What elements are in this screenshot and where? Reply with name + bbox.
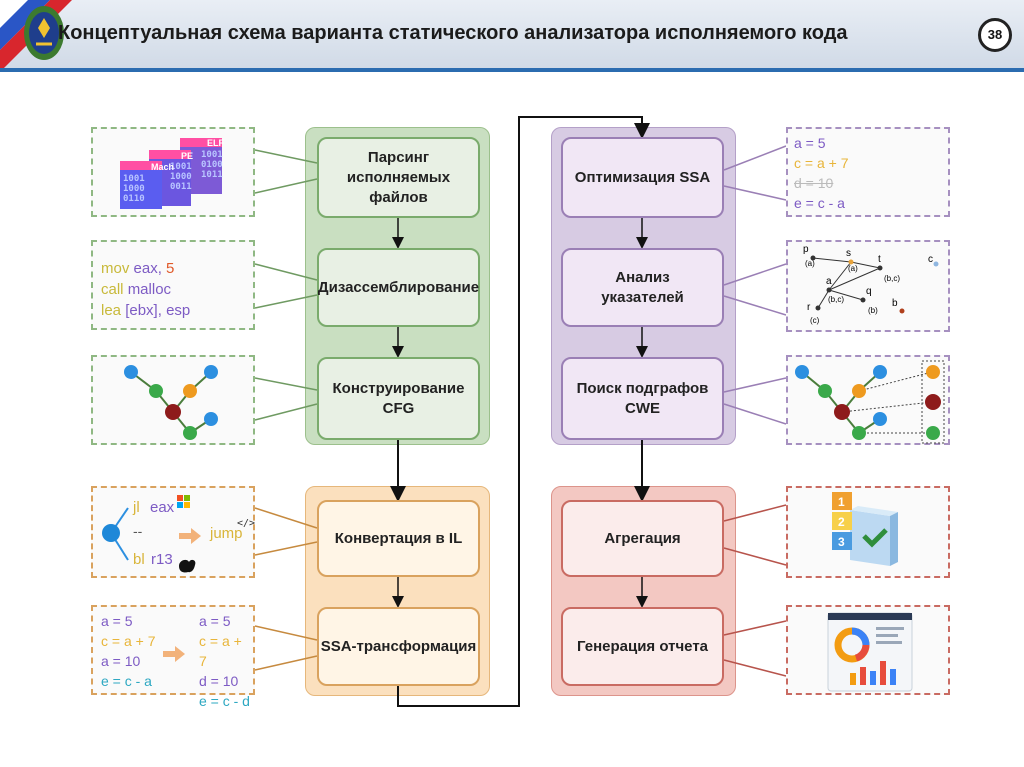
svg-text:</>: </> [237,518,255,529]
asm-esp: esp [166,302,191,319]
example-il: </> jl eax -- jump bl r13 [91,486,255,578]
il-bl: bl [133,551,145,568]
step-il-conversion[interactable]: Конвертация в IL [317,500,480,577]
asm-line-1: mov eax, 5 [101,259,174,279]
svg-text:1: 1 [838,495,845,509]
aggregation-icon: 1 2 3 [832,492,898,566]
cwe-subgraph-icon [795,360,945,444]
example-pointer-graph: p (a) s (a) t (b,c) a (b,c) q (b) r (c) … [786,240,950,332]
svg-text:1000: 1000 [170,172,192,182]
step-report-generation[interactable]: Генерация отчета [561,607,724,686]
ssa-before-line: e = c - a [101,673,152,689]
ssa-after-line: e = c - d [199,693,250,709]
opt-line: e = c - a [794,195,845,211]
page-number-badge: 38 [978,18,1012,52]
example-cfg-tree [91,355,255,445]
pointer-graph-icon [810,255,939,314]
svg-text:1000: 1000 [123,184,145,194]
pg-lbl-c: (c) [810,316,820,325]
pg-r: r [807,302,811,313]
pg-lbl-bc2: (b,c) [828,295,844,304]
svg-text:1001: 1001 [201,150,223,160]
opt-line: d = 10 [794,175,834,191]
asm-mov: mov [101,260,130,277]
step-ssa-optimization[interactable]: Оптимизация SSA [561,137,724,218]
asm-line-3: lea [ebx], esp [101,301,190,321]
ssa-before: a = 5 c = a + 7 a = 10 e = c - a [101,611,155,691]
example-ssa-transform: a = 5 c = a + 7 a = 10 e = c - a a = 5 c… [91,605,255,709]
pg-lbl-bc1: (b,c) [884,274,900,283]
flag-svg [0,0,72,70]
ssa-arrow-icon [163,646,185,662]
ssa-before-line: a = 5 [101,613,133,629]
svg-text:3: 3 [838,535,845,549]
asm-line-2: call malloc [101,280,171,300]
ssa-after: a = 5 c = a + 7 d = 10 e = c - d [199,611,253,711]
example-asm: mov eax, 5 call malloc lea [ebx], esp [91,240,255,330]
format-mach: Mach [151,162,175,172]
svg-text:0100: 0100 [201,160,223,170]
asm-call: call [101,281,124,298]
pg-a: a [826,276,832,287]
ssa-after-line: c = a + 7 [199,633,242,669]
pg-lbl-a2: (a) [848,264,858,273]
il-icons: </> [102,495,255,573]
opt-line: c = a + 7 [794,155,849,171]
svg-text:2: 2 [838,515,845,529]
svg-text:0110: 0110 [123,194,145,204]
example-cwe-subgraph [786,355,950,445]
opt-line: a = 5 [794,135,826,151]
pg-lbl-b: (b) [868,306,878,315]
asm-5: 5 [166,260,175,277]
pg-p: p [803,244,809,255]
flag-emblem-icon [0,0,90,70]
step-parsing[interactable]: Парсинг исполняемых файлов [317,137,480,218]
ssa-before-line: c = a + 7 [101,633,156,649]
example-report [786,605,950,695]
step-ssa-transform[interactable]: SSA-трансформация [317,607,480,686]
format-elf: ELF [207,138,224,148]
example-aggregation: 1 2 3 [786,486,950,578]
pg-lbl-a1: (a) [805,259,815,268]
step-cfg[interactable]: Конструирование CFG [317,357,480,440]
pg-t: t [878,254,881,265]
ssa-after-line: a = 5 [199,613,231,629]
page-title: Концептуальная схема варианта статическо… [58,22,848,44]
format-pe: PE [181,151,194,161]
pg-c: c [928,254,933,265]
ssa-before-line: a = 10 [101,653,141,669]
asm-ebx: [ebx], [125,302,162,319]
il-eax: eax [150,499,175,516]
pg-s: s [846,248,851,259]
step-aggregation[interactable]: Агрегация [561,500,724,577]
example-ssa-optimization: a = 5 c = a + 7 d = 10 e = c - a [786,127,950,217]
step-pointer-analysis[interactable]: Анализ указателей [561,248,724,327]
il-r13: r13 [151,551,173,568]
svg-text:1001: 1001 [123,174,145,184]
header-divider [0,68,1024,72]
pg-q: q [866,286,872,297]
il-jl: jl [133,499,140,516]
pg-b: b [892,298,898,309]
ssa-after-line: d = 10 [199,673,239,689]
il-jump: jump [210,525,243,542]
cfg-tree-icon [124,365,218,440]
report-dashboard-icon [827,612,913,692]
asm-malloc: malloc [127,281,172,298]
asm-lea: lea [101,302,122,319]
opt-code: a = 5 c = a + 7 d = 10 e = c - a [794,133,848,213]
svg-text:1001: 1001 [170,162,192,172]
il-dashes: -- [133,523,143,539]
asm-eax: eax, [133,260,162,277]
svg-text:0011: 0011 [170,182,192,192]
slide-header: Концептуальная схема варианта статическо… [0,0,1024,72]
svg-text:1011: 1011 [201,170,223,180]
step-cwe-subgraphs[interactable]: Поиск подграфов CWE [561,357,724,440]
step-disassembly[interactable]: Дизассемблирование [317,248,480,327]
